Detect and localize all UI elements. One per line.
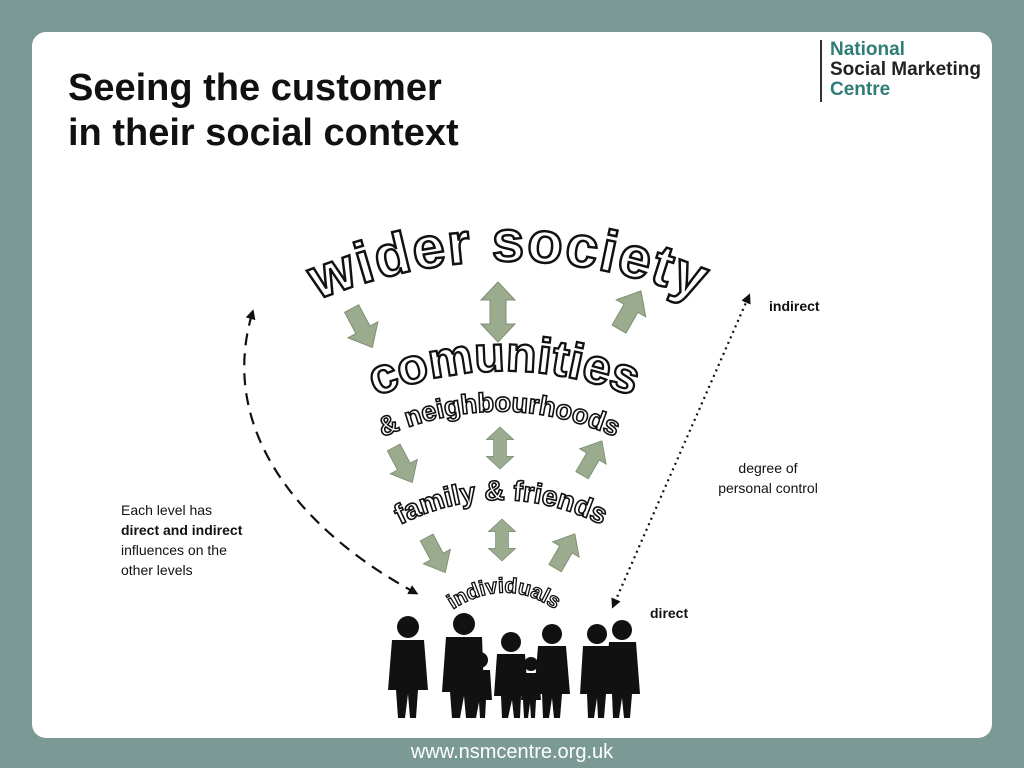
footer-url[interactable]: www.nsmcentre.org.uk [410, 741, 614, 763]
arrow-up-right-low [541, 525, 589, 577]
logo-line-centre: Centre [830, 79, 891, 100]
dashed-influence-curve [243, 309, 419, 595]
note-line-4: other levels [121, 562, 193, 578]
nsmc-logo: National Social Marketing Centre [820, 40, 981, 102]
arrow-double-mid [485, 426, 514, 470]
slide: Seeing the customer in their social cont… [32, 32, 992, 738]
dotted-control-line [611, 293, 751, 609]
level-individuals: individuals [443, 574, 564, 613]
degree-line-1: degree of [738, 460, 798, 476]
influence-note: Each level has direct and indirect influ… [121, 500, 291, 580]
arrow-down-left-low [412, 529, 460, 581]
people-silhouettes-icon [388, 613, 640, 718]
title-line-1: Seeing the customer [68, 67, 442, 109]
note-line-2: direct and indirect [121, 522, 243, 538]
logo-line-national: National [830, 39, 905, 60]
note-line-1: Each level has [121, 502, 213, 518]
arrow-double-low [487, 518, 516, 562]
arrow-down-left-mid [379, 439, 427, 491]
note-line-3: influences on the [121, 542, 227, 558]
label-direct: direct [650, 605, 689, 621]
arrow-up-right-mid [568, 432, 616, 484]
slide-title: Seeing the customer in their social cont… [68, 66, 459, 156]
title-line-2: in their social context [68, 112, 459, 154]
label-indirect: indirect [769, 298, 820, 314]
logo-line-social-marketing: Social Marketing [830, 59, 981, 80]
